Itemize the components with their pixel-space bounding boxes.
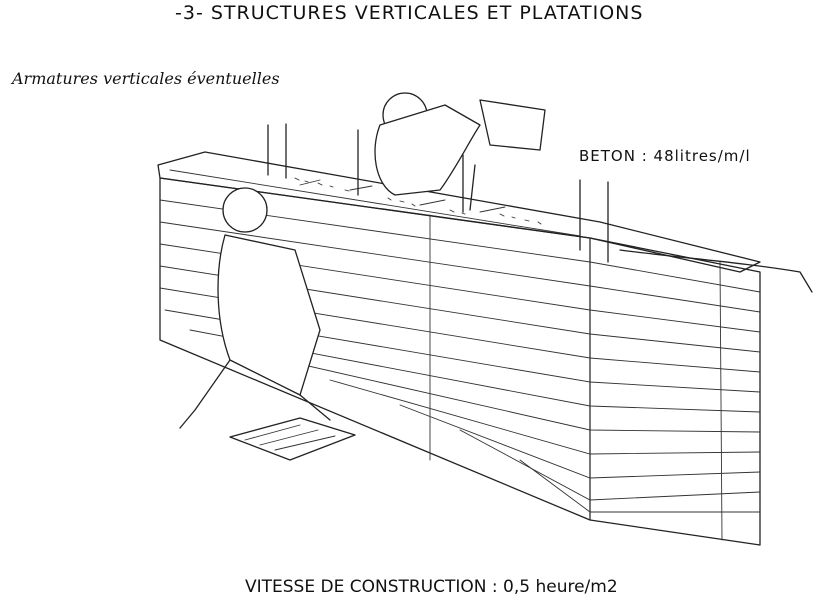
page-title: -3- STRUCTURES VERTICALES ET PLATATIONS — [175, 2, 644, 24]
wall-front-face — [159, 177, 761, 546]
worker-pouring-concrete — [374, 92, 546, 211]
seedling-tray — [229, 417, 356, 461]
worker-planting — [179, 187, 331, 429]
beton-label: BETON : 48litres/m/l — [579, 147, 751, 165]
vertical-rebars — [267, 123, 609, 263]
armatures-label: Armatures verticales éventuelles — [12, 69, 280, 88]
hose-pipe — [619, 249, 813, 293]
concrete-fill — [294, 177, 542, 225]
vitesse-label: VITESSE DE CONSTRUCTION : 0,5 heure/m2 — [245, 577, 618, 597]
